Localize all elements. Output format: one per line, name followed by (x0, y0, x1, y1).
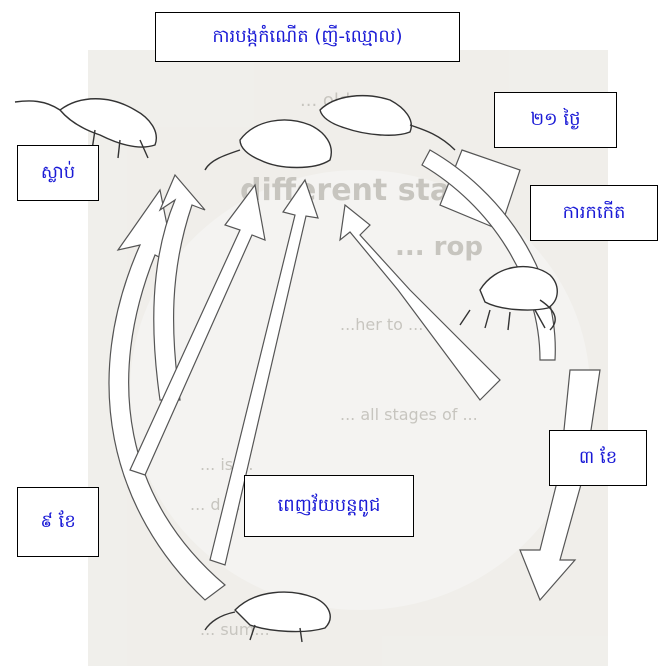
title-label: ការបង្កកំណើត (ញី-ឈ្មោល) (212, 25, 403, 47)
puberty-box: ពេញវ័យបន្តពូជ (244, 475, 414, 537)
baby-rats-icon (459, 265, 558, 331)
bg-text-3: ... rop (395, 232, 483, 262)
month3-box: ៣ ខែ (549, 430, 647, 486)
death-box: ស្លាប់ (17, 145, 99, 201)
cycle-arrows (108, 149, 601, 602)
arrow-center-up (209, 178, 319, 566)
title-box: ការបង្កកំណើត (ញី-ឈ្មោល) (155, 12, 460, 62)
bg-text-4: ...her to ... (340, 315, 423, 334)
arrow-right-inner-up (339, 203, 501, 401)
arrow-to-death (153, 173, 206, 401)
young-rat-icon (204, 591, 331, 643)
day21-box: ២១ ថ្ងៃ (494, 92, 617, 148)
puberty-label: ពេញវ័យបន្តពូជ (277, 494, 381, 516)
arrow-center-left (129, 183, 266, 476)
month9-label: ៩ ខែ (40, 510, 76, 532)
month9-box: ៩ ខែ (17, 487, 99, 557)
birth-label: ការកកើត (562, 201, 626, 223)
arrow-left-outer (108, 188, 226, 601)
month3-label: ៣ ខែ (578, 446, 618, 468)
adult-rat-pair-icon (204, 95, 456, 171)
dead-rat-icon (14, 98, 157, 159)
bg-text-5: ... all stages of ... (340, 405, 478, 424)
day21-label: ២១ ថ្ងៃ (530, 108, 581, 130)
death-label: ស្លាប់ (40, 161, 76, 183)
birth-box: ការកកើត (530, 185, 658, 241)
arrow-right-outer (421, 149, 556, 361)
